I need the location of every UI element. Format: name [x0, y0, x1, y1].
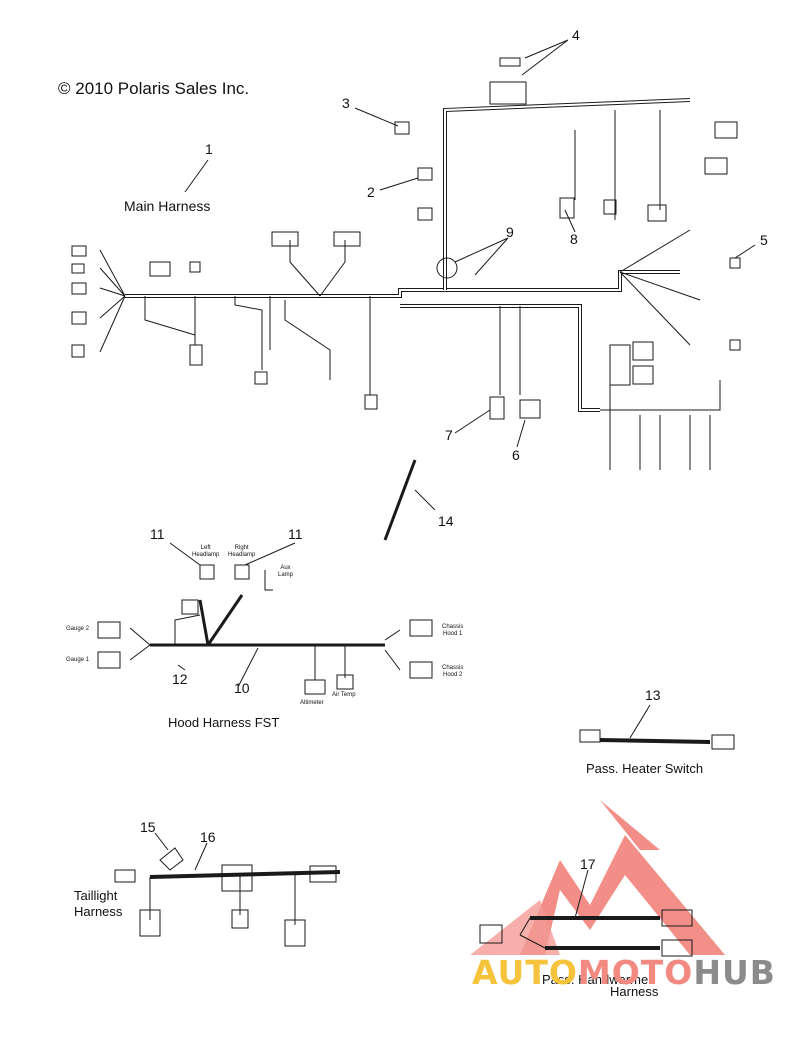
callout-16: 16 [200, 829, 216, 845]
main-harness-caption: Main Harness [124, 198, 211, 214]
taillight-caption-line1: Taillight [74, 888, 118, 903]
handwarmer-caption-line2: Harness [610, 984, 659, 999]
pass-handwarmer-harness [479, 869, 693, 957]
callout-9: 9 [506, 224, 514, 240]
altimeter-label: Altimeter [300, 700, 324, 706]
callout-14: 14 [438, 513, 454, 529]
aux-lamp-label: Aux Lamp [278, 565, 294, 578]
watermark-part3: HUB [693, 953, 776, 992]
taillight-harness [114, 832, 341, 947]
callout-6: 6 [512, 447, 520, 463]
callout-11-left: 11 [150, 526, 165, 542]
right-headlamp-label: Right Headlamp [228, 545, 256, 558]
leader-lines-main [184, 39, 756, 448]
callout-3: 3 [342, 95, 350, 111]
callout-5: 5 [760, 232, 768, 248]
gauge-2-label: Gauge 2 [66, 626, 90, 632]
pass-heater-caption: Pass. Heater Switch [586, 761, 704, 776]
callout-8: 8 [570, 231, 578, 247]
watermark-part2: MOTO [577, 953, 694, 992]
watermark-part1: AUTO [472, 953, 578, 992]
callout-4: 4 [572, 27, 580, 43]
air-temp-label: Air Temp [332, 692, 356, 698]
item-14-rod [383, 459, 436, 541]
chassis-hood-1-label: Chassis Hood 1 [442, 624, 464, 637]
handwarmer-caption-line1: Pass. Handwarmer [542, 972, 653, 987]
watermark-logo-icon [470, 800, 725, 955]
copyright-text: © 2010 Polaris Sales Inc. [58, 79, 250, 98]
callout-10: 10 [234, 680, 250, 696]
callout-13: 13 [645, 687, 661, 703]
chassis-hood-2-label: Chassis Hood 2 [442, 665, 464, 678]
callout-2: 2 [367, 184, 375, 200]
taillight-caption-line2: Harness [74, 904, 123, 919]
callout-12: 12 [172, 671, 188, 687]
callout-11-right: 11 [288, 526, 303, 542]
callout-1: 1 [205, 141, 213, 157]
pass-heater-switch [579, 704, 735, 750]
main-harness [71, 57, 741, 470]
left-headlamp-label: Left Headlamp [192, 545, 220, 558]
gauge-1-label: Gauge 1 [66, 657, 90, 663]
watermark-text: AUTOMOTOHUB [472, 953, 776, 992]
hood-harness [97, 542, 433, 695]
hood-harness-caption: Hood Harness FST [168, 715, 280, 730]
callout-15: 15 [140, 819, 156, 835]
callout-17: 17 [580, 856, 596, 872]
callout-7: 7 [445, 427, 453, 443]
